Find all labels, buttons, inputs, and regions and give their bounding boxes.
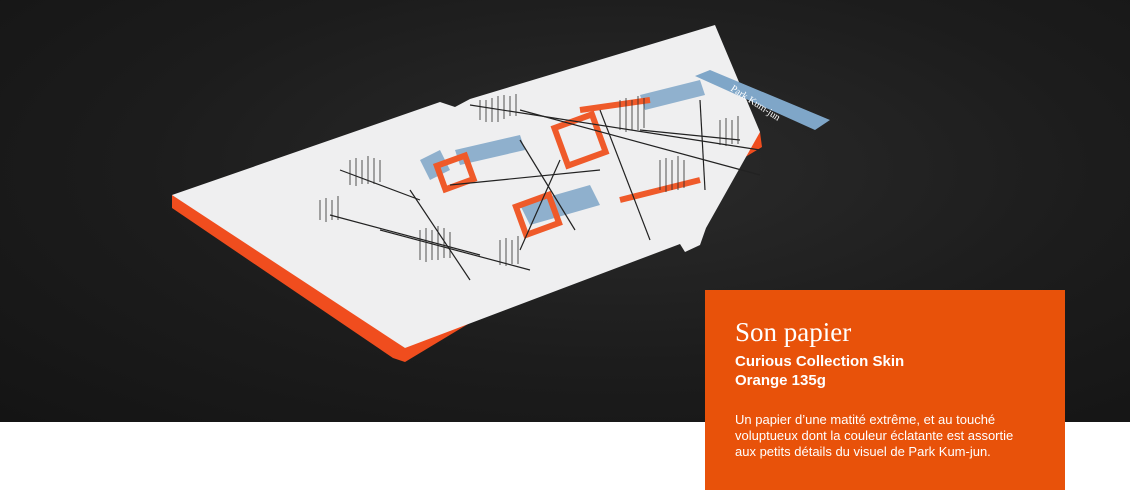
card-ink-lines bbox=[329, 99, 761, 281]
product-photo: Park Kum-jun bbox=[0, 0, 1130, 422]
paper-name: Curious Collection Skin Orange 135g bbox=[735, 352, 1035, 390]
paper-info-panel: Son papier Curious Collection Skin Orang… bbox=[705, 290, 1065, 490]
card-ink-hatching bbox=[319, 94, 739, 266]
description-line: voluptueux dont la couleur éclatante est… bbox=[735, 428, 1014, 443]
description-line: aux petits détails du visuel de Park Kum… bbox=[735, 444, 991, 459]
card-label-band bbox=[695, 70, 830, 130]
paper-name-line: Curious Collection Skin bbox=[735, 353, 905, 370]
paper-name-line: Orange 135g bbox=[735, 372, 826, 389]
card-orange-edge bbox=[172, 195, 405, 362]
panel-title: Son papier bbox=[735, 317, 852, 347]
paper-description: Un papier d’une matité extrême, et au to… bbox=[735, 412, 1035, 460]
description-line: Un papier d’une matité extrême, et au to… bbox=[735, 412, 996, 427]
business-card-illustration: Park Kum-jun bbox=[172, 25, 830, 362]
